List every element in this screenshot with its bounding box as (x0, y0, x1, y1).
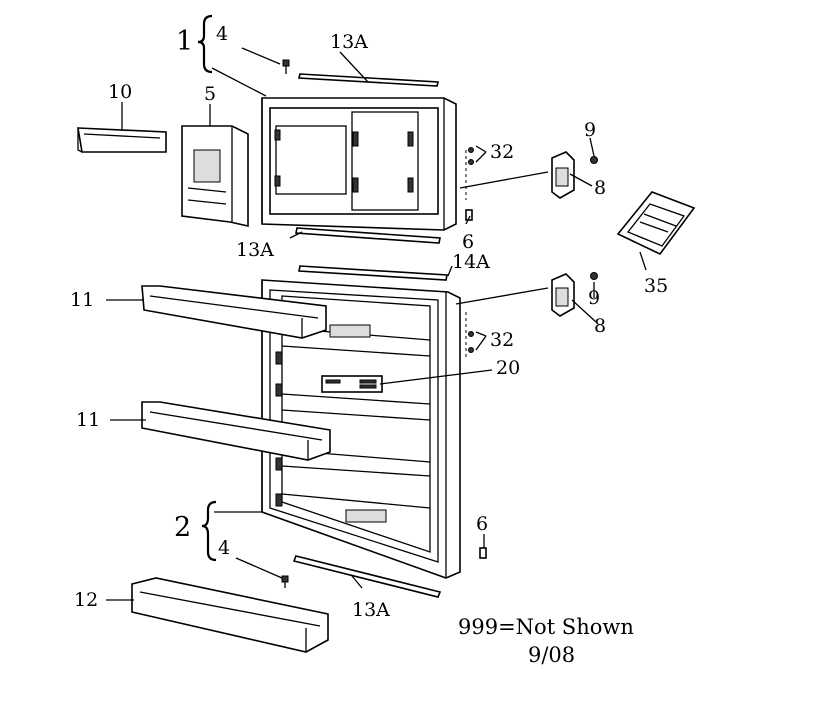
leader-lines (106, 47, 647, 601)
screw-4-bottom (281, 575, 289, 588)
label-8-lower: 8 (594, 315, 606, 337)
handle-lower (551, 273, 575, 317)
label-1: 1 (176, 26, 193, 57)
gasket-strip-bottom (292, 555, 442, 598)
footnote-not-shown: 999=Not Shown (458, 615, 634, 639)
footnote-date: 9/08 (528, 643, 575, 667)
label-6-top: 6 (462, 231, 474, 253)
hinge-pin-6-top (465, 209, 473, 221)
door-shelf-middle (141, 401, 331, 461)
label-9-upper: 9 (584, 119, 596, 141)
label-8-upper: 8 (594, 177, 606, 199)
label-6-bottom: 6 (476, 513, 488, 535)
label-11-upper: 11 (70, 289, 94, 311)
gasket-strip-top (297, 73, 440, 87)
label-32-upper: 32 (490, 141, 514, 163)
label-12: 12 (74, 589, 98, 611)
door-shelf-bottom (131, 577, 329, 653)
label-20: 20 (496, 357, 520, 379)
screw-9-lower (590, 272, 598, 280)
label-10: 10 (108, 81, 132, 103)
brace-lower (201, 500, 217, 562)
label-13a-mid: 13A (236, 239, 274, 261)
label-9-lower: 9 (588, 287, 600, 309)
handle-upper (551, 151, 575, 199)
label-4-top: 4 (216, 23, 228, 45)
name-plate (321, 375, 383, 393)
freezer-door (261, 97, 457, 231)
label-4-bottom: 4 (218, 537, 230, 559)
screw-4-top (282, 59, 290, 74)
screw-9-upper (590, 156, 598, 164)
screw-pair-32-lower (465, 312, 474, 360)
label-11-middle: 11 (76, 409, 100, 431)
door-shelf-upper (141, 285, 327, 339)
label-13a-bottom: 13A (352, 599, 390, 621)
instruction-card (616, 191, 696, 256)
gasket-strip-fridge-top (298, 265, 448, 281)
brace-upper (197, 14, 213, 74)
hinge-pin-6-bottom (479, 547, 487, 559)
screw-pair-32-upper (465, 147, 474, 200)
label-14a: 14A (452, 251, 490, 273)
evaporator-door (181, 125, 249, 227)
label-13a-top: 13A (330, 31, 368, 53)
label-32-lower: 32 (490, 329, 514, 351)
label-35: 35 (644, 275, 668, 297)
freezer-shelf (77, 127, 167, 153)
label-2: 2 (174, 512, 191, 543)
gasket-strip-mid (295, 227, 441, 244)
label-5: 5 (204, 83, 216, 105)
